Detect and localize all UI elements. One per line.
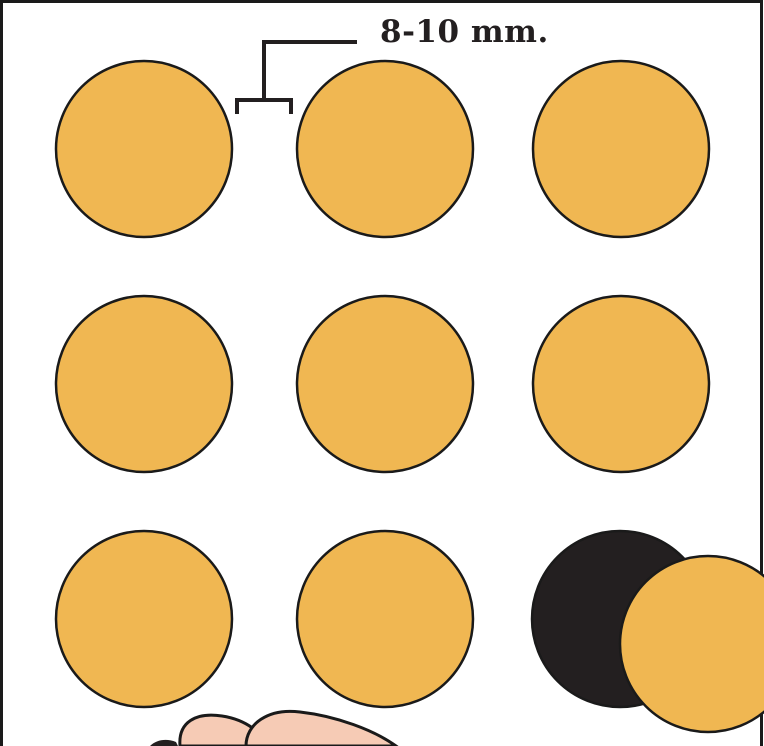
hand-holding-disc-icon [150,709,399,746]
disc-r2-c3 [531,294,711,474]
hand-dark-edge [150,739,178,746]
hand-finger-front [244,709,399,746]
disc-r1-c3 [531,59,711,239]
spacing-bracket [235,40,357,114]
disc-r2-c1 [54,294,234,474]
disc-being-placed [618,554,764,734]
disc-r1-c2 [295,59,475,239]
bracket-leader-line [262,40,357,102]
disc-r2-c2 [295,294,475,474]
spacing-label: 8-10 mm. [380,14,549,50]
disc-r1-c1 [54,59,234,239]
disc-r3-c2 [295,529,475,709]
disc-r3-c1 [54,529,234,709]
